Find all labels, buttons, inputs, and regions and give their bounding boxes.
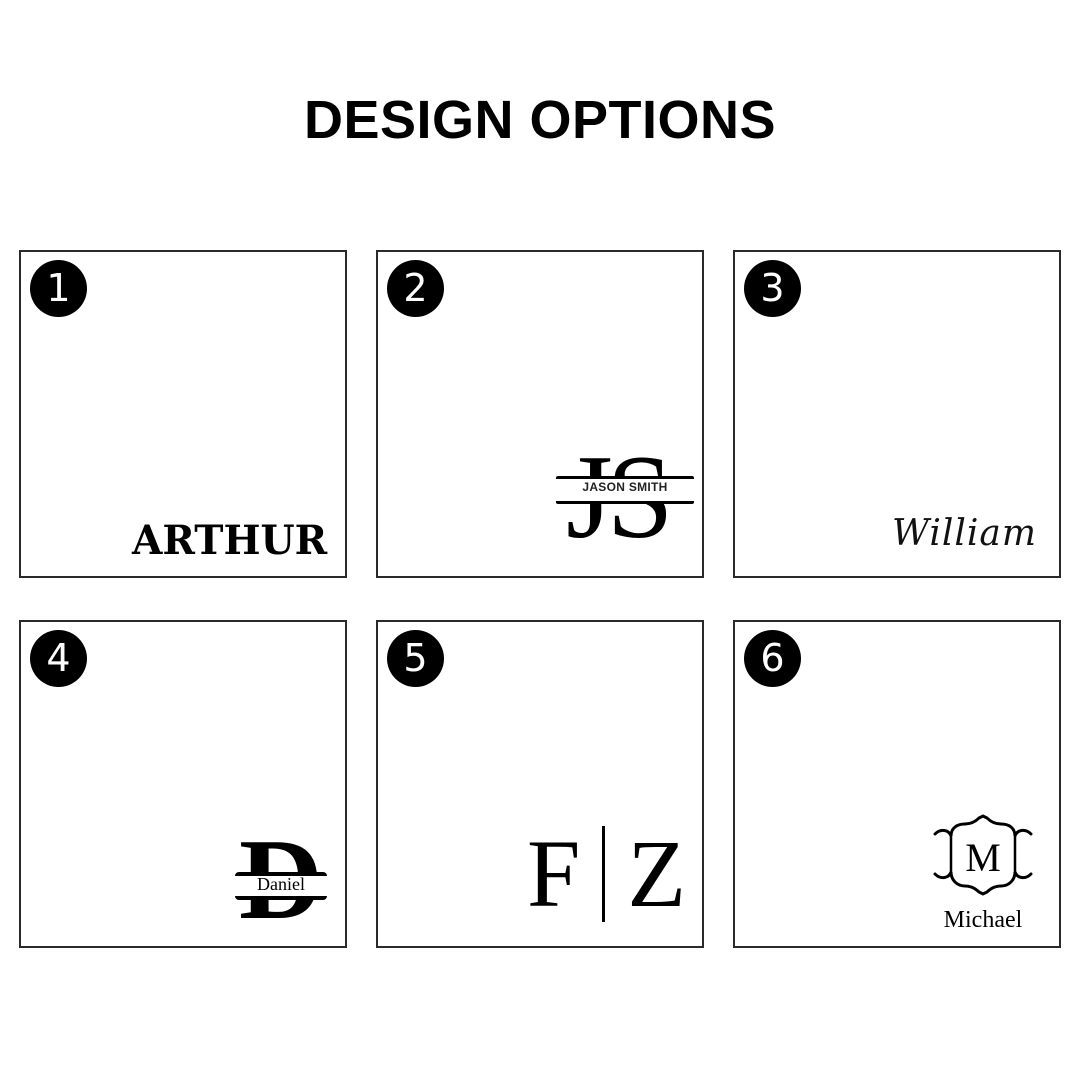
ornamental-frame-icon	[933, 814, 1033, 896]
monogram-name: JASON SMITH	[582, 480, 668, 494]
divider-line	[602, 826, 606, 922]
framed-monogram: M Michael	[927, 814, 1039, 934]
option-number-badge: 4	[30, 630, 87, 687]
design-option-2[interactable]: 2 JS JASON SMITH	[376, 250, 704, 578]
design-option-6[interactable]: 6 M Michael	[733, 620, 1061, 948]
monogram-name: Michael	[943, 907, 1023, 933]
monogram-band	[235, 872, 327, 900]
monogram-name: Daniel	[257, 874, 305, 894]
design-option-1[interactable]: 1 ARTHUR	[19, 250, 347, 578]
initials-divider: F Z	[527, 826, 686, 922]
option-number-badge: 6	[744, 630, 801, 687]
design-option-4[interactable]: 4 D Daniel	[19, 620, 347, 948]
monogram-letter: M	[965, 835, 1001, 880]
page-title: DESIGN OPTIONS	[303, 90, 777, 150]
split-letter-monogram: D Daniel	[235, 820, 329, 940]
design-preview-name: ARTHUR	[131, 517, 327, 564]
monogram-band	[556, 476, 694, 504]
option-number-badge: 1	[30, 260, 87, 317]
design-option-3[interactable]: 3 William	[733, 250, 1061, 578]
option-number-badge: 2	[387, 260, 444, 317]
option-number-badge: 5	[387, 630, 444, 687]
design-preview-script-name: William	[891, 513, 1037, 554]
initial-left: F	[526, 820, 581, 927]
initial-right: Z	[627, 820, 686, 927]
option-number-badge: 3	[744, 260, 801, 317]
design-option-5[interactable]: 5 F Z	[376, 620, 704, 948]
split-monogram: JS JASON SMITH	[556, 432, 696, 574]
